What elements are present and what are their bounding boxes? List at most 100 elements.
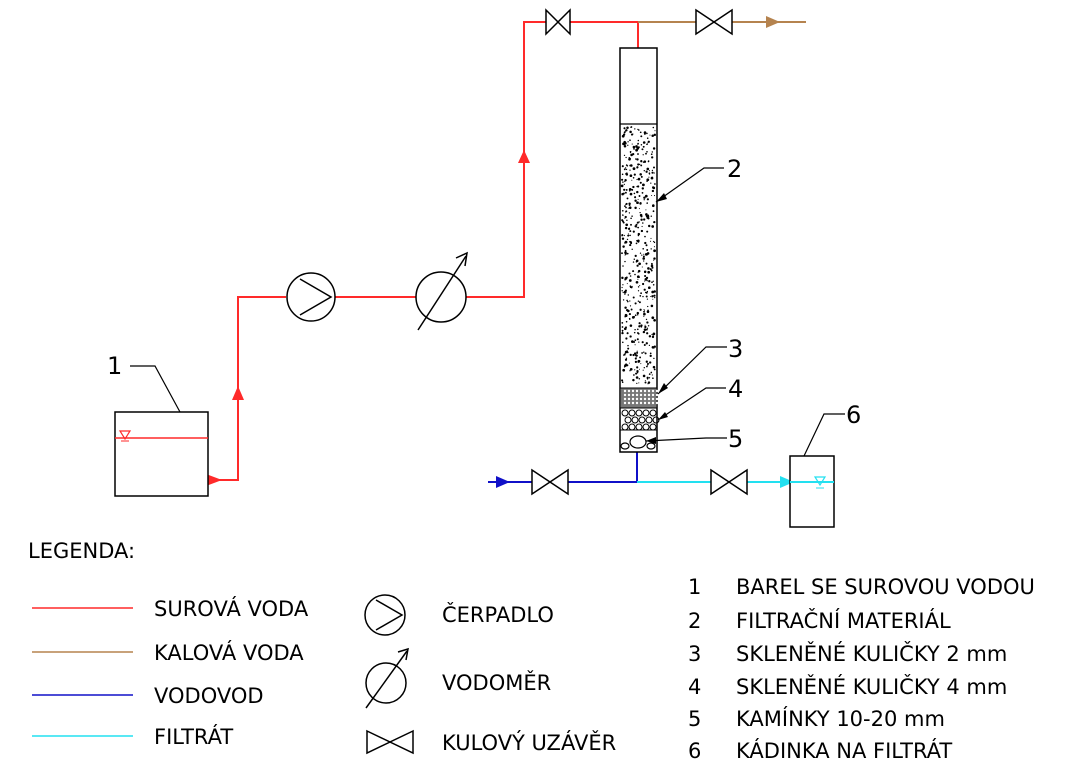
sand-grain (648, 173, 651, 175)
sand-grain (650, 269, 653, 272)
sand-grain (653, 368, 656, 371)
sand-grain (624, 260, 626, 263)
sand-grain (638, 301, 641, 304)
sand-grain (635, 145, 638, 148)
sand-grain (644, 324, 646, 326)
sand-grain (637, 185, 640, 188)
sand-grain (645, 215, 648, 218)
sand-grain (634, 339, 637, 342)
sand-grain (627, 294, 630, 296)
sand-grain (636, 185, 638, 188)
sand-grain (648, 280, 651, 283)
sand-grain (634, 369, 636, 371)
sand-grain (648, 176, 650, 178)
sand-grain (622, 284, 624, 286)
sand-grain (636, 166, 639, 169)
sand-grain (640, 143, 643, 146)
sand-grain (637, 153, 639, 155)
ball-valve-icon (545, 8, 571, 36)
sand-grain (647, 140, 650, 143)
sand-grain (646, 202, 648, 204)
sand-grain (621, 321, 624, 324)
sand-grain (650, 237, 652, 239)
sand-grain (646, 249, 649, 251)
sand-grain (621, 192, 624, 196)
sand-grain (634, 328, 636, 331)
sand-grain (636, 240, 639, 243)
sand-grain (645, 209, 647, 211)
sand-grain (653, 220, 656, 224)
sand-grain (646, 132, 648, 135)
sand-grain (636, 351, 639, 354)
sand-grain (644, 291, 647, 294)
sand-grain (650, 248, 652, 250)
sand-grain (643, 253, 645, 255)
sand-grain (650, 304, 654, 308)
sand-grain (628, 202, 631, 205)
sand-grain (632, 133, 634, 135)
sand-grain (629, 169, 631, 171)
sand-grain (645, 318, 648, 321)
raw-water-flow-arrows (206, 150, 530, 486)
sand-grain (620, 184, 624, 188)
sand-grain (638, 221, 640, 223)
pump-icon (286, 272, 336, 322)
sand-grain (621, 326, 624, 328)
sand-grain (643, 315, 645, 317)
sand-grain (642, 282, 645, 286)
sand-grain (651, 290, 655, 294)
sand-grain (622, 245, 625, 248)
sand-grain (646, 378, 649, 380)
glass-bead-2mm (643, 393, 647, 397)
sand-grain (628, 362, 630, 364)
sand-grain (629, 192, 633, 196)
sand-grain (649, 134, 651, 136)
sand-grain (621, 234, 623, 237)
sand-grain (641, 187, 644, 190)
sand-grain (646, 365, 648, 368)
glass-bead-4mm (649, 409, 657, 417)
sand-grain (645, 213, 648, 216)
sand-grain (646, 167, 650, 171)
sand-grain (646, 332, 649, 335)
sand-grain (624, 215, 627, 219)
sand-grain (637, 232, 641, 236)
sand-grain (627, 207, 629, 209)
sand-grain (635, 260, 638, 263)
filter-material-fill (620, 126, 657, 385)
sand-grain (644, 352, 647, 355)
sand-grain (643, 310, 645, 313)
sand-grain (643, 260, 645, 262)
sand-grain (626, 168, 628, 170)
sand-grain (649, 240, 652, 242)
sand-grain (621, 237, 625, 240)
sand-grain (643, 132, 646, 135)
sand-grain (632, 353, 635, 357)
sand-grain (621, 286, 623, 289)
callout-number: 1 (107, 352, 122, 380)
sand-grain (642, 154, 644, 156)
glass-bead-2mm (623, 397, 627, 401)
sand-grain (621, 381, 624, 384)
sand-grain (651, 225, 655, 228)
sand-grain (631, 340, 634, 343)
sand-grain (648, 377, 651, 379)
sand-grain (651, 176, 653, 178)
sand-grain (638, 163, 641, 166)
glass-bead-4mm (624, 416, 632, 424)
sand-grain (625, 188, 628, 191)
sand-grain (642, 145, 645, 148)
sand-grain (622, 133, 626, 136)
sand-grain (651, 169, 654, 172)
sand-grain (629, 335, 632, 338)
legend-item-label: SKLENĚNÉ KULIČKY 2 mm (736, 641, 1007, 666)
ball-valve-icon (366, 729, 414, 755)
sand-grain (622, 341, 624, 344)
sand-grain (645, 262, 648, 265)
sand-grain (643, 131, 647, 134)
sand-grain (639, 284, 641, 287)
legend: LEGENDA: SUROVÁ VODA KALOVÁ VODA VODOVOD… (28, 539, 1035, 763)
sand-grain (634, 360, 638, 364)
sand-grain (645, 360, 648, 363)
sand-grain (622, 265, 624, 267)
